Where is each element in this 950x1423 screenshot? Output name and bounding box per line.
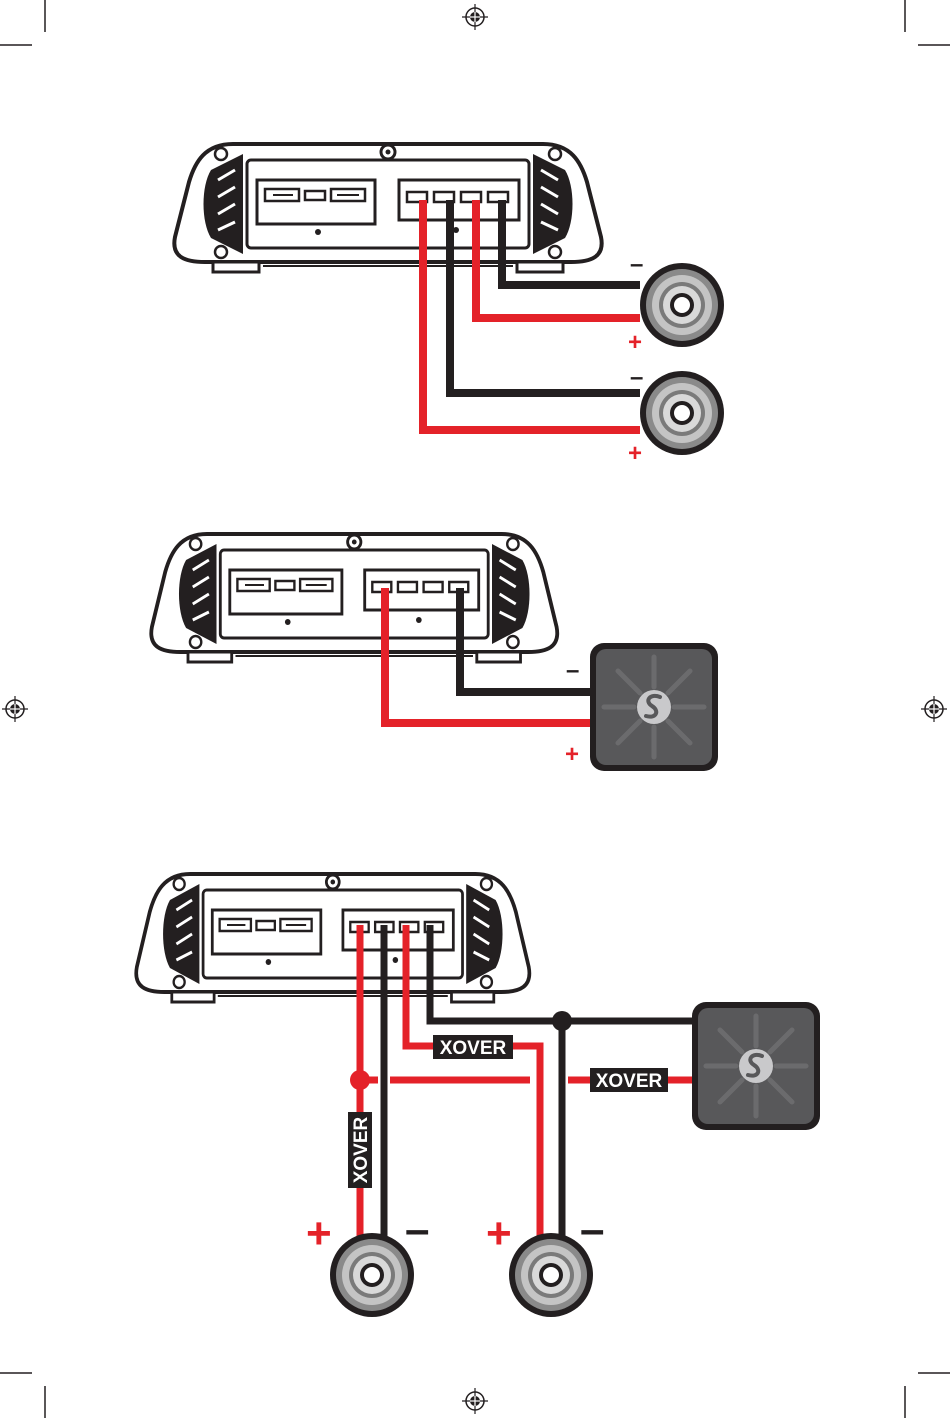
registration-mark-icon [462,1388,488,1414]
registration-mark-icon [462,4,488,30]
diagram-bridged-subwoofer: – + [151,534,718,771]
registration-mark-icon [2,696,28,722]
subwoofer-icon [590,643,718,771]
negative-sign: – [566,657,579,684]
registration-mark-icon [921,696,947,722]
crossover-label: XOVER [433,1035,513,1059]
positive-sign: + [565,741,579,768]
diagram-four-channel-two-speakers: – + – + [174,144,724,467]
amplifier-icon [136,874,529,1002]
speaker-icon [330,1233,414,1317]
negative-sign: – [630,364,643,391]
svg-text:XOVER: XOVER [440,1038,507,1059]
negative-sign: – [405,1205,429,1254]
junction-dot [552,1011,572,1031]
positive-sign: + [306,1209,332,1258]
positive-sign: + [486,1209,512,1258]
diagram-three-way-with-crossovers: XOVER XOVER XOVER + – + – [136,874,820,1317]
negative-sign: – [630,251,643,278]
svg-text:XOVER: XOVER [596,1071,663,1092]
crossover-label: XOVER [590,1068,668,1092]
positive-sign: + [628,440,642,467]
svg-text:XOVER: XOVER [351,1116,372,1183]
negative-sign: – [580,1205,604,1254]
amplifier-icon [174,144,601,272]
subwoofer-icon [692,1002,820,1130]
junction-dot [350,1070,370,1090]
amplifier-icon [151,534,557,662]
speaker-icon [640,263,724,347]
positive-sign: + [628,329,642,356]
speaker-icon [640,371,724,455]
crossover-label: XOVER [348,1112,372,1188]
